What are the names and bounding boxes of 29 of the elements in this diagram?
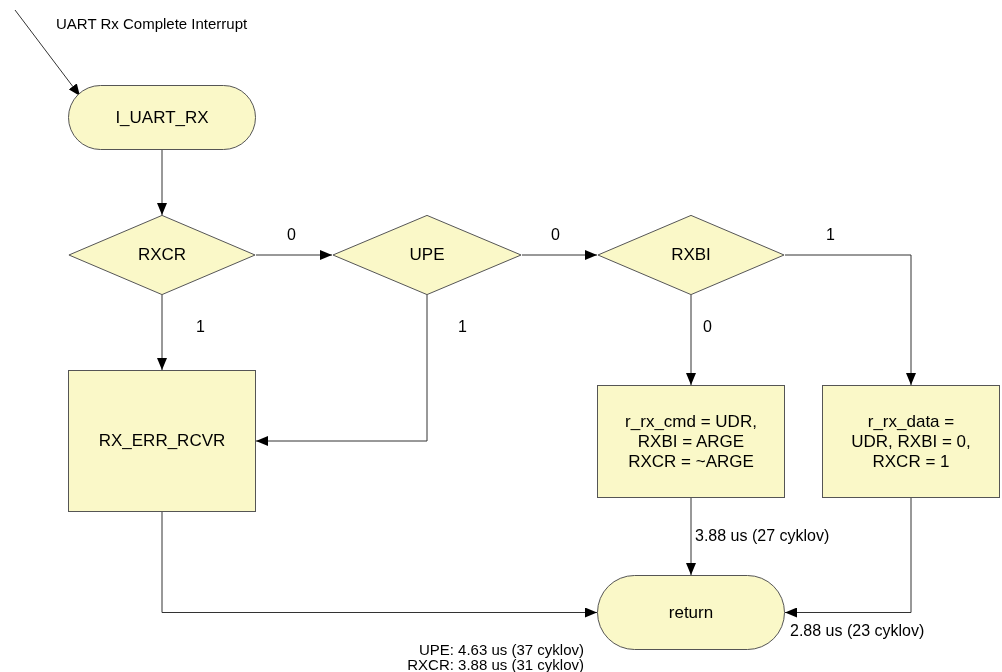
- node-text: I_UART_RX: [114, 107, 210, 128]
- node-text: r_rx_cmd = UDR, RXBI = ARGE RXCR = ~ARGE: [624, 411, 758, 472]
- arrow: [686, 497, 696, 576]
- decision-diamond: [597, 215, 785, 295]
- edge-label: 3.88 us (27 cyklov): [695, 527, 830, 545]
- arrow: [157, 149, 167, 216]
- terminal-pill: [68, 85, 256, 150]
- arrow: [686, 294, 696, 386]
- arrow: [14, 9, 81, 97]
- node-text: RXCR: [136, 245, 188, 265]
- node-text: RX_ERR_RCVR: [97, 431, 227, 451]
- arrow: [255, 250, 333, 260]
- arrow: [784, 497, 912, 618]
- node-text: UPE: [408, 245, 446, 265]
- trigger-label: UART Rx Complete Interrupt: [56, 16, 248, 31]
- arrow: [161, 511, 598, 618]
- arrow: [157, 294, 167, 371]
- arrow: [784, 254, 916, 386]
- node-text: RXBI: [670, 245, 712, 265]
- process-box: [822, 385, 1000, 498]
- node-text: return: [667, 602, 715, 623]
- process-box: [68, 370, 256, 512]
- arrow: [255, 294, 428, 446]
- node-text: r_rx_data = UDR, RXBI = 0, RXCR = 1: [850, 411, 972, 472]
- process-box: [597, 385, 785, 498]
- decision-diamond: [332, 215, 522, 295]
- arrow: [521, 250, 598, 260]
- edge-label: 2.88 us (23 cyklov): [790, 622, 925, 640]
- decision-diamond: [68, 215, 256, 295]
